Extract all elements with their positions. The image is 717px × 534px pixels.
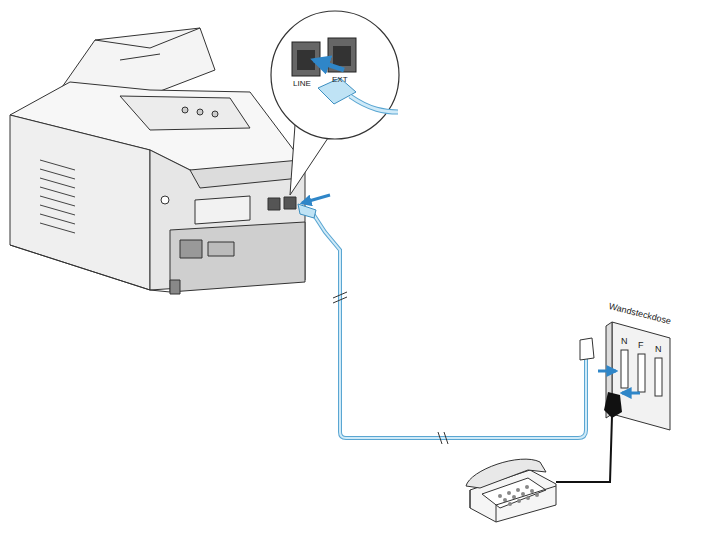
insert-arrow — [622, 392, 640, 395]
socket-pin-label: N — [655, 345, 662, 354]
phone-cable — [298, 195, 594, 444]
vent-slots — [40, 160, 75, 233]
port-label: EXT — [332, 76, 348, 84]
socket-label: Wandsteckdose — [608, 302, 672, 326]
port-label: LINE — [293, 80, 311, 88]
socket-pin-label: F — [638, 341, 644, 350]
socket-pin-label: N — [621, 337, 628, 346]
jack-callout — [271, 11, 399, 195]
telephone — [466, 392, 622, 522]
fax-machine — [10, 28, 305, 294]
insert-arrow — [598, 370, 616, 373]
